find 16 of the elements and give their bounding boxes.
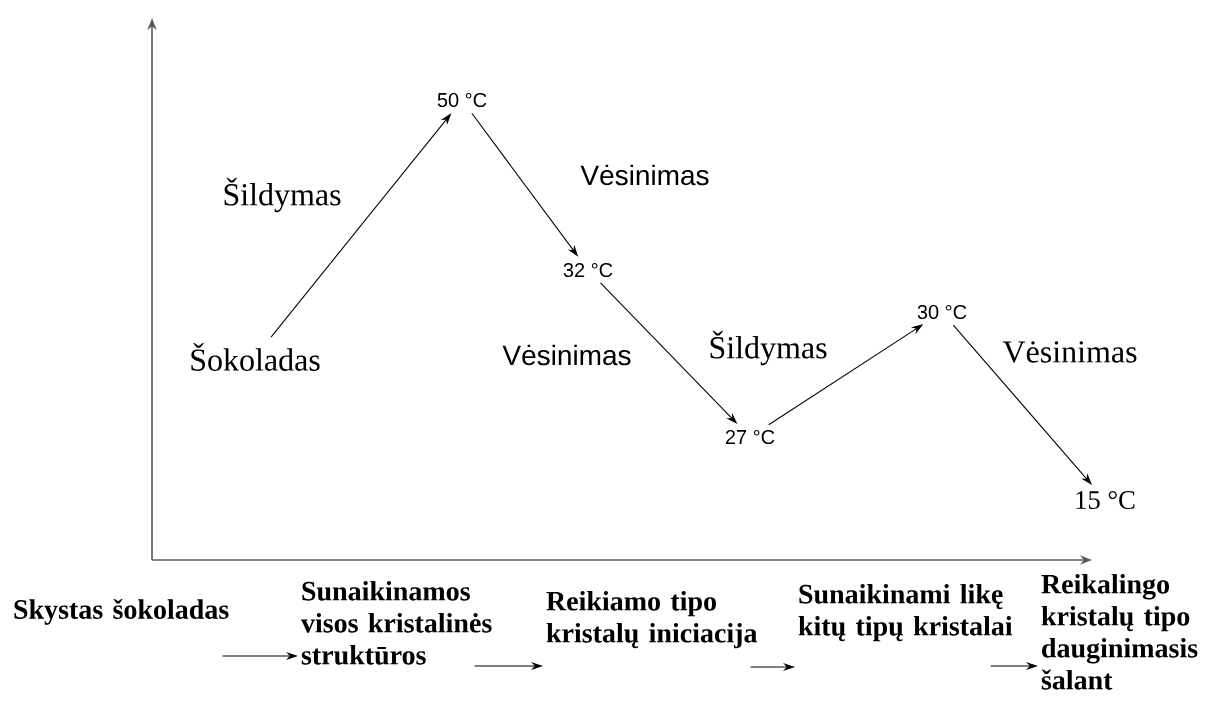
edge-label: Vėsinimas: [1001, 339, 1139, 365]
point-label: 32 °C: [563, 262, 613, 278]
point-label: Šokoladas: [191, 343, 320, 371]
step-label: Skystas šokoladas: [14, 598, 229, 625]
step-label: Reikiamo tipo kristalų iniciacija: [546, 590, 758, 649]
edge-label: Vėsinimas: [579, 163, 711, 187]
edge-label: Vėsinimas: [501, 343, 633, 367]
step-label: Sunaikinamos visos kristalinės struktūros: [300, 580, 492, 665]
point-label: 50 °C: [437, 92, 487, 108]
point-label: 27 °C: [725, 429, 775, 445]
step-label: Sunaikinami likę kitų tipų kristalai: [798, 583, 1013, 642]
point-label: 15 °C: [1076, 491, 1135, 509]
edge-label: Šildymas: [221, 176, 343, 214]
point-label: 30 °C: [917, 304, 967, 320]
step-label: Reikalingo kristalų tipo dauginimasis šalant: [1041, 573, 1198, 690]
edge-label: Šildymas: [707, 329, 829, 367]
